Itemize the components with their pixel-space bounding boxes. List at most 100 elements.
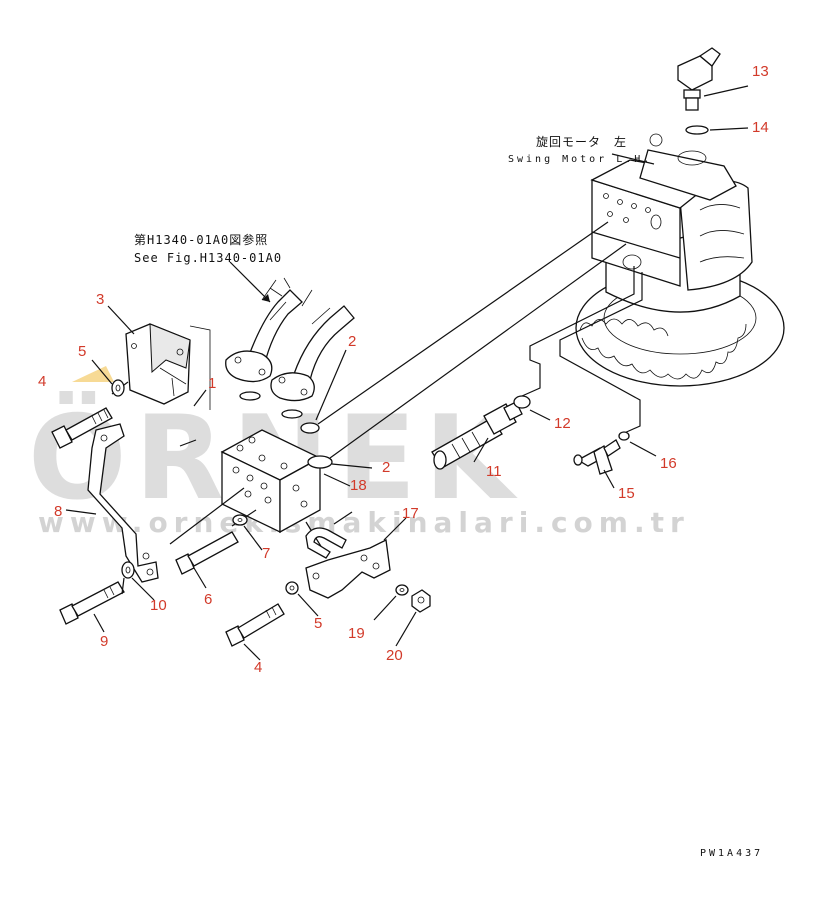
bolt-6 [175,531,239,575]
o-ring-2-lower [307,455,333,469]
o-ring-12 [513,395,531,409]
callout-3: 3 [96,291,104,308]
split-flange-right [270,372,315,402]
o-ring-2-upper [300,422,320,434]
motor-port-top [677,150,707,166]
fitting-15-tip [603,439,621,457]
fitting-15 [573,439,621,475]
line-u-bolt [333,511,353,525]
washer-19 [395,584,409,596]
reference-note-en: See Fig.H1340-01A0 [134,251,282,265]
o-ring-flange-right [281,409,303,419]
line-bolt-6 [169,487,245,545]
callout-15: 15 [618,485,635,502]
u-bolt-18-body [305,527,347,559]
elbow-nozzle [698,47,721,67]
reference-arrowhead [262,294,270,302]
callout-13: 13 [752,63,769,80]
pedal-hole-lower-2 [146,568,154,576]
bracket-guide-line [189,325,211,410]
callout-1: 1 [208,375,216,392]
line-port-upper [317,221,609,425]
u-bolt-18 [305,527,347,559]
bolt-4-lower [225,603,285,647]
bracket-17 [305,539,391,599]
elbow-thread [685,97,699,111]
bolt-4-head [51,425,73,449]
valve-block-ports [232,436,308,508]
callout-11: 11 [486,463,502,480]
bolt-4-upper [51,407,113,449]
pedal-hole-upper [100,434,108,442]
hose-left-end [269,277,291,297]
connection-lines [111,221,643,549]
hose-right [293,305,355,381]
callout-5-lower: 5 [314,615,322,632]
line-to-fitting-15 [559,272,643,435]
pedal-bracket-8 [87,423,159,583]
drawing-code: PW1A437 [700,848,763,859]
motor-plug [649,133,663,147]
washer-5-upper [111,379,125,397]
elbow-fitting-13 [677,47,721,111]
pedal-hole-lower-1 [142,552,150,560]
reference-arrow [229,261,271,303]
line-washer-10 [121,577,125,595]
callout-2-upper: 2 [348,333,356,350]
elbow-hex [683,89,701,99]
washer-10 [121,561,135,579]
callout-10: 10 [150,597,167,614]
callout-18: 18 [350,477,367,494]
callout-6: 6 [204,591,212,608]
callout-4-lower: 4 [254,659,262,676]
line-port-lower [329,243,627,459]
hose-assembly [225,261,355,419]
bolt-4-thread [91,409,109,425]
o-ring-16 [618,431,630,441]
callout-5-upper: 5 [78,343,86,360]
housing-ribs [699,204,745,263]
nut-20 [411,589,431,613]
bolt-9 [59,581,125,625]
watermark-url: www.ornekismakinalari.com.tr [38,506,690,539]
swing-motor [575,133,785,387]
callout-2-lower: 2 [382,459,390,476]
reference-note-jp: 第H1340-01A0図参照 [134,232,268,247]
gear-teeth-lower [581,323,747,380]
fitting-11-threads [451,431,481,459]
valve-face-ports [603,193,662,270]
motor-drain-port [622,254,642,270]
fitting-15-end [573,454,583,466]
motor-label-en: Swing Motor L.H. [508,154,652,165]
callout-14: 14 [752,119,769,136]
line-to-fitting-11 [521,266,635,397]
fitting-11 [431,401,523,470]
washer-5-lower [285,581,299,595]
fitting-11-end [433,450,447,470]
leader-lines [65,85,749,661]
callout-4-upper: 4 [38,373,46,390]
hose-left [247,289,303,367]
watermark-accent-shape [72,366,114,382]
callout-9: 9 [100,633,108,650]
callout-7: 7 [262,545,270,562]
fitting-15-stem [593,445,613,475]
bracket-3-face [149,323,191,374]
callout-16: 16 [660,455,677,472]
valve-block-1 [220,429,322,534]
face-line [591,231,681,259]
valve-block-side [279,456,321,534]
bracket-3-hole [176,348,184,356]
bracket-3-edge [159,367,187,397]
callout-19: 19 [348,625,365,642]
swing-motor-cap [639,149,737,201]
o-ring-14 [685,125,709,135]
callout-17: 17 [402,505,419,522]
o-ring-flange-left [239,391,261,401]
hose-braid [261,279,331,325]
pedal-bracket-8-body [87,423,159,583]
bolt-4-shank [65,407,113,441]
callout-numbers: 13 14 3 2 5 1 4 12 2 11 16 18 15 8 17 7 … [38,63,769,676]
callout-8: 8 [54,503,62,520]
